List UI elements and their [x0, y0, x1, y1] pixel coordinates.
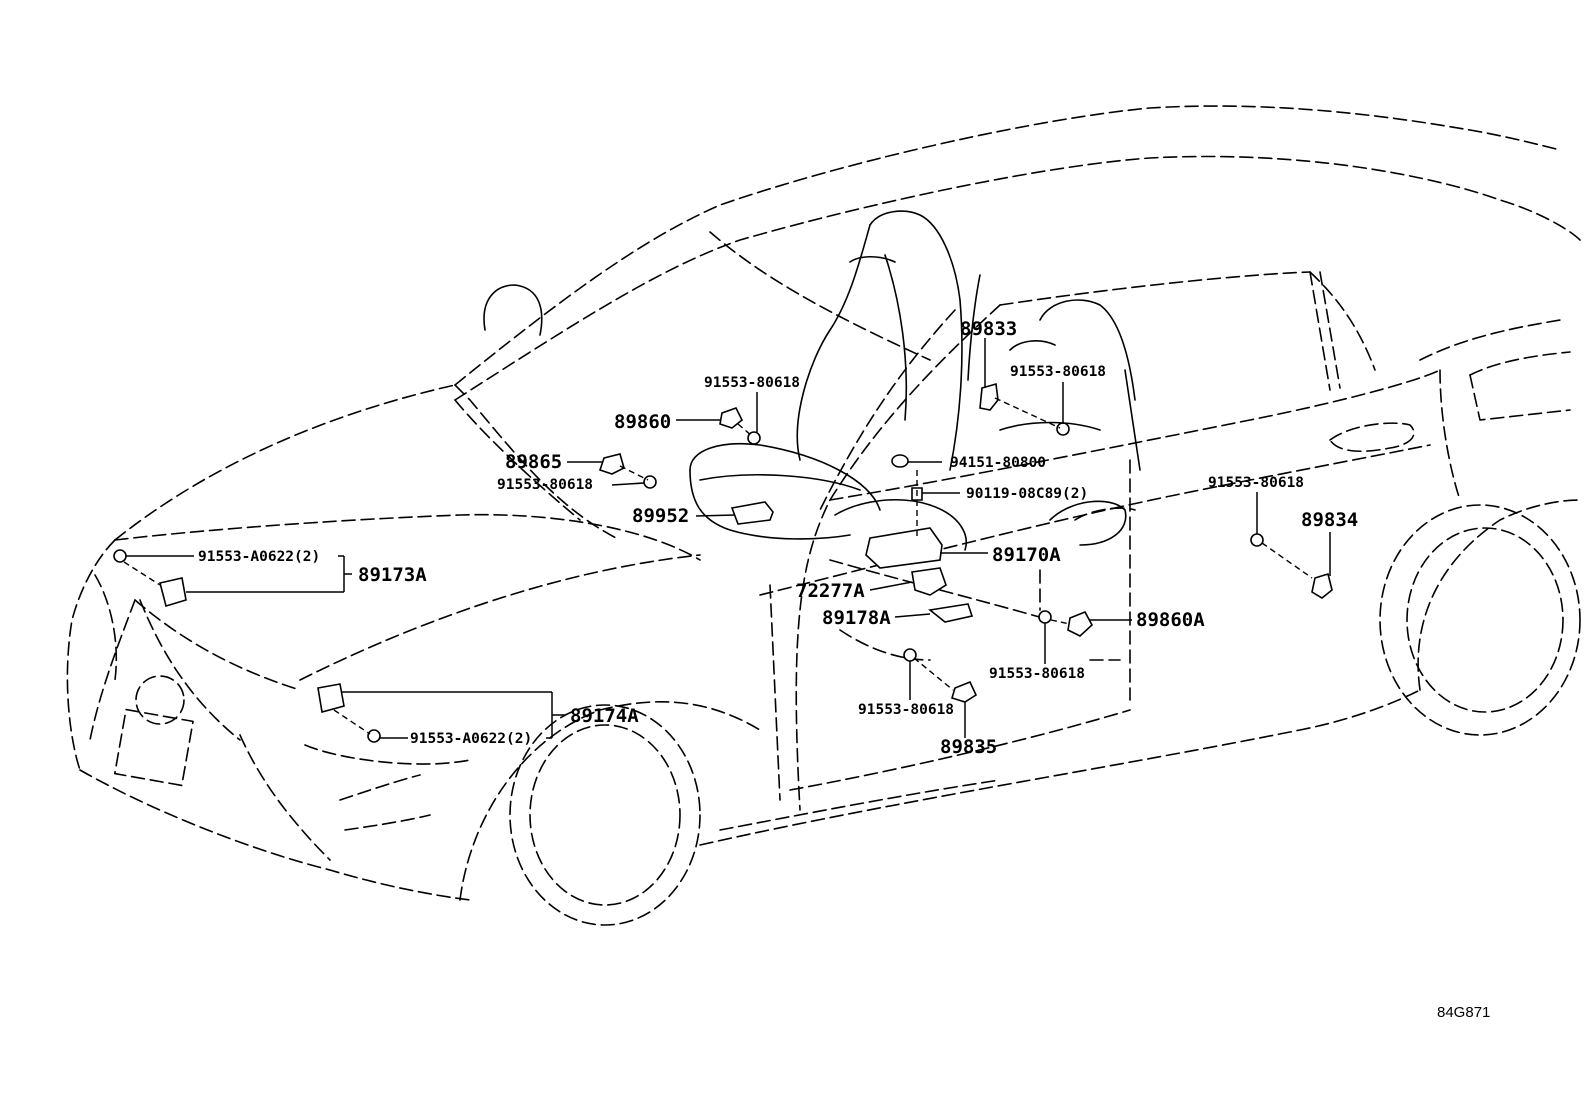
bolt-91553-A0622-b: [367, 729, 381, 743]
part-72277A-bracket: [911, 567, 947, 596]
seat-outlines: [483, 210, 1141, 551]
part-89865-sensor: [598, 453, 625, 475]
part-89952: [730, 501, 774, 525]
label-89860A: 89860A: [1136, 609, 1205, 631]
label-89952: 89952: [632, 505, 689, 527]
bolt-91553-80618-d: [1250, 533, 1264, 547]
car-body-outline: [66, 105, 1581, 926]
label-89174A: 89174A: [570, 705, 639, 727]
label-89178A: 89178A: [822, 607, 891, 629]
label-91553-A0622-b: 91553-A0622(2): [410, 731, 532, 747]
part-89834-sensor: [1311, 572, 1333, 599]
bolt-91553-80618-e: [1038, 610, 1052, 624]
bolt-91553-80618-b: [747, 431, 761, 445]
part-89178A: [928, 603, 974, 623]
figure-reference: 84G871: [1437, 1004, 1490, 1021]
label-90119-08C89: 90119-08C89(2): [966, 486, 1088, 502]
label-72277A: 72277A: [796, 580, 865, 602]
label-91553-80618-c: 91553-80618: [497, 477, 593, 493]
label-89173A: 89173A: [358, 564, 427, 586]
label-91553-80618-d: 91553-80618: [1208, 475, 1304, 491]
label-89835: 89835: [940, 736, 997, 758]
part-89170A-ecu: [865, 527, 943, 569]
label-89860: 89860: [614, 411, 671, 433]
bolt-91553-80618-f: [903, 648, 917, 662]
part-89173A-sensor: [159, 577, 187, 608]
part-89835-sensor: [951, 680, 978, 703]
label-89833: 89833: [960, 318, 1017, 340]
part-89860A-sensor: [1067, 610, 1093, 637]
label-91553-80618-a: 91553-80618: [1010, 364, 1106, 380]
part-89860-sensor: [719, 407, 744, 429]
bolt-91553-A0622-a: [113, 549, 127, 563]
label-91553-80618-e: 91553-80618: [989, 666, 1085, 682]
bolt-91553-80618-a: [1056, 422, 1070, 436]
bolt-91553-80618-c: [643, 475, 657, 489]
label-91553-A0622-a: 91553-A0622(2): [198, 549, 320, 565]
label-89834: 89834: [1301, 509, 1358, 531]
leader-lines: [123, 338, 1331, 739]
nut-94151-80800: [891, 454, 909, 468]
label-91553-80618-f: 91553-80618: [858, 702, 954, 718]
label-89170A: 89170A: [992, 544, 1061, 566]
parts: [113, 382, 1333, 743]
part-89833-sensor: [979, 382, 999, 411]
label-89865: 89865: [505, 451, 562, 473]
part-89174A-sensor: [317, 683, 345, 714]
label-94151-80800: 94151-80800: [950, 455, 1046, 471]
part-labels: 89833 91553-80618 91553-80618 89860 8986…: [198, 318, 1358, 758]
label-91553-80618-b: 91553-80618: [704, 375, 800, 391]
